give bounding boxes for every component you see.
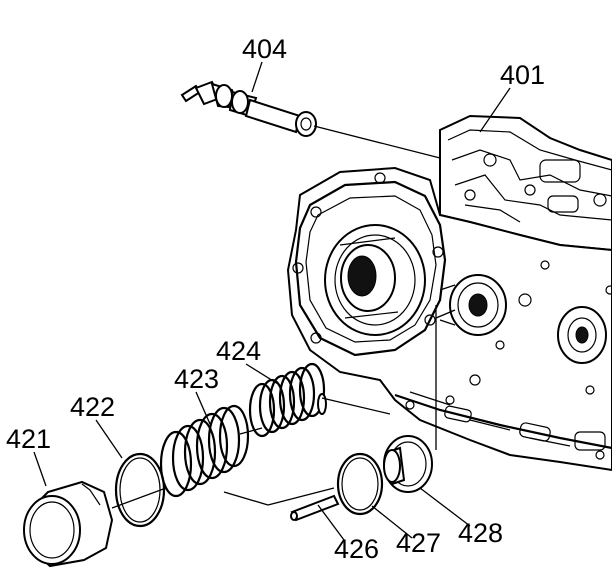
callout-422: 422 [70, 392, 115, 422]
callout-428: 428 [458, 518, 503, 548]
cover-421 [23, 480, 114, 568]
callout-423: 423 [174, 364, 219, 394]
snap-ring-427 [336, 452, 384, 516]
callout-labels: 404 401 424 423 422 421 426 427 428 [6, 34, 545, 564]
callout-404: 404 [242, 34, 287, 64]
seal-ring-422 [114, 452, 166, 528]
leader-lines [33, 61, 511, 541]
spring-423 [159, 404, 250, 498]
callout-401: 401 [500, 60, 545, 90]
piston-428 [383, 435, 433, 493]
spring-424 [248, 362, 327, 438]
callout-421: 421 [6, 424, 51, 454]
callout-426: 426 [334, 534, 379, 564]
shaft-404 [180, 80, 317, 137]
callout-427: 427 [396, 528, 441, 558]
pin-426 [290, 494, 340, 522]
transmission-case-401 [286, 114, 612, 472]
callout-424: 424 [216, 336, 261, 366]
